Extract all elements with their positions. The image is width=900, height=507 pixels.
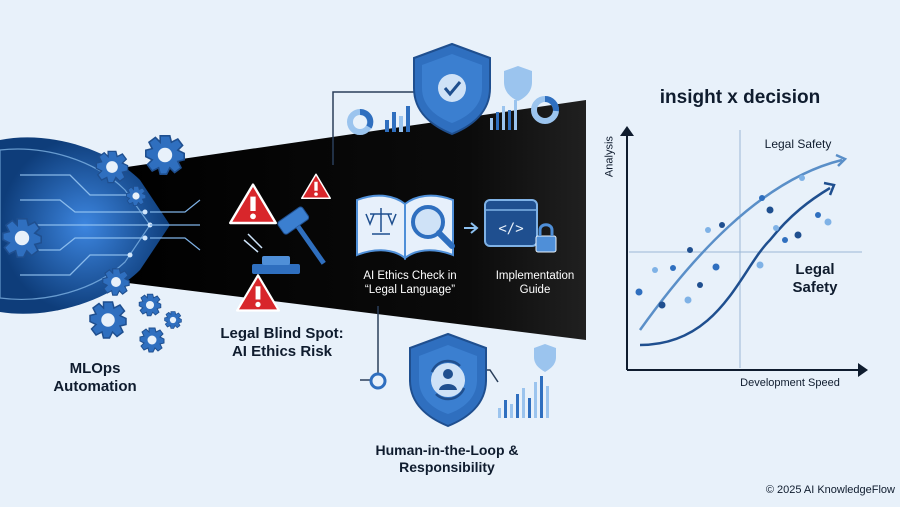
arrow-icon (464, 222, 479, 234)
shield-icon (504, 66, 532, 101)
code-lock-icon: </> (484, 199, 557, 253)
node-icon (369, 372, 387, 390)
shield-icon (534, 344, 556, 372)
insight-chart (620, 126, 868, 377)
chart-title: insight x decision (659, 87, 821, 108)
scatter-points (635, 175, 832, 309)
implementation-guide-label: Implementation Guide (495, 270, 575, 296)
mlops-automation-label: MLOps Automation (53, 360, 137, 395)
gavel-icon (243, 206, 326, 274)
circuit-lines (150, 199, 201, 251)
shield-check-icon (413, 42, 491, 136)
ai-ethics-check-label: AI Ethics Check in “Legal Language” (363, 270, 457, 296)
legal-blind-spot-label: Legal Blind Spot: AI Ethics Risk (220, 325, 344, 360)
circuit-head-icon (0, 137, 170, 314)
bar-chart-icon (385, 100, 549, 418)
copyright-text: © 2025 AI KnowledgeFlow (765, 484, 895, 496)
donut-chart-icon (347, 95, 560, 135)
lower-curve (639, 186, 831, 347)
upper-curve (638, 158, 843, 331)
dark-funnel-beam (120, 100, 586, 340)
svg-text:</>: </> (498, 221, 523, 237)
y-axis-label: Analysis (603, 136, 616, 178)
user-shield-icon (409, 332, 487, 428)
human-in-the-loop-label: Human-in-the-Loop & Responsibility (375, 442, 519, 475)
x-axis-label: Development Speed (740, 377, 840, 389)
legal-safety-side-label: Legal Safety (792, 261, 838, 296)
legal-safety-curve-label: Legal Safety (764, 137, 832, 151)
magnifier-icon (411, 205, 455, 249)
